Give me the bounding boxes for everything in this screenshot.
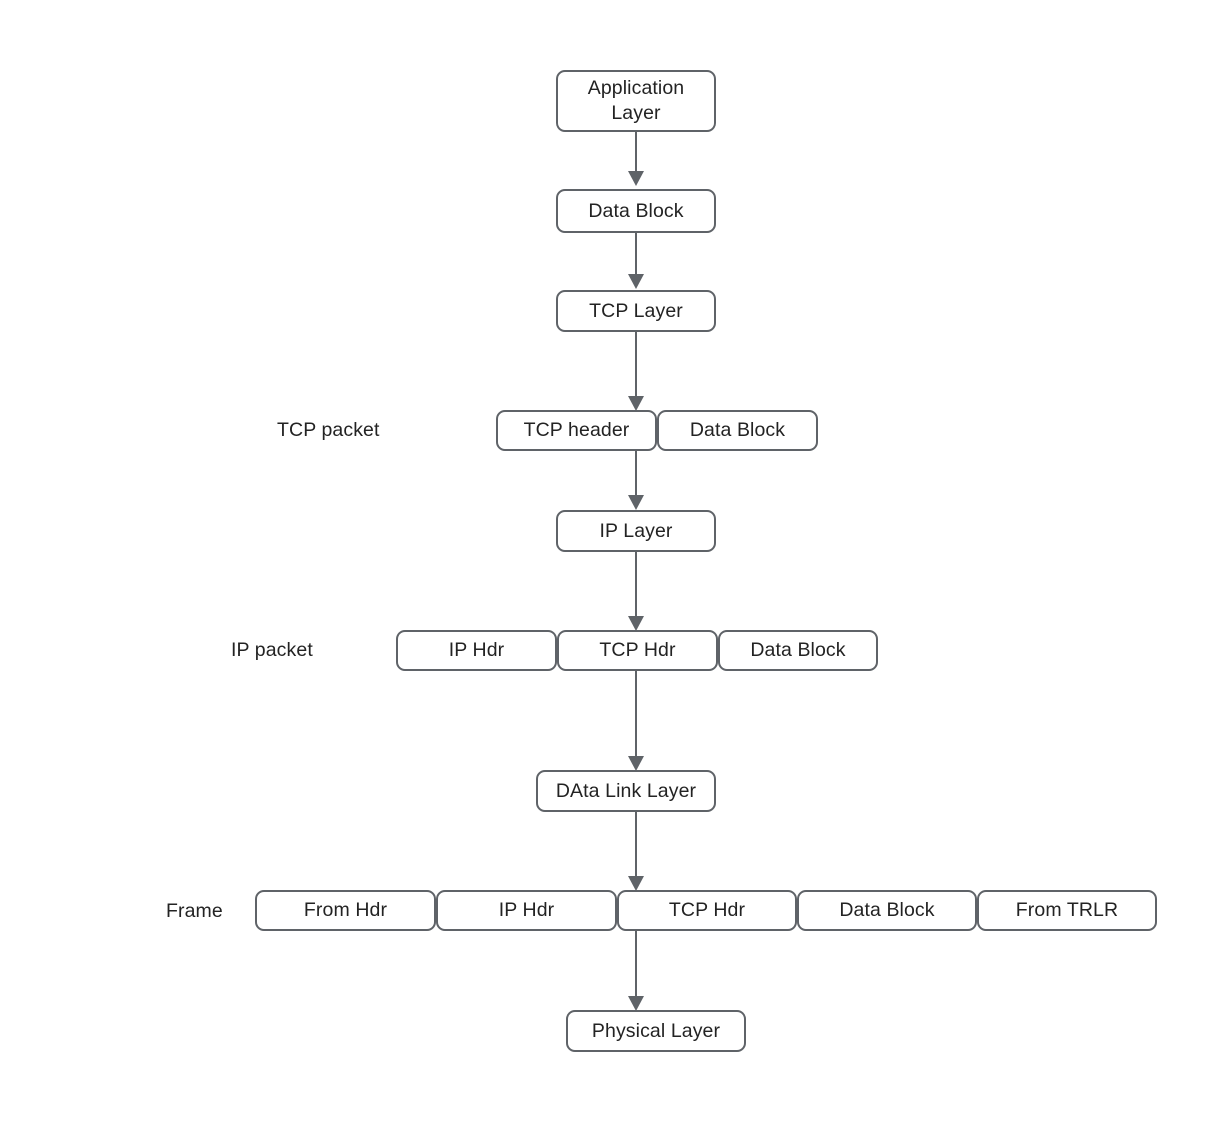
ip-packet-segment-ip-hdr[interactable]: IP Hdr [396, 630, 557, 671]
node-data-link-layer[interactable]: DAta Link Layer [536, 770, 716, 812]
node-tcp-layer[interactable]: TCP Layer [556, 290, 716, 332]
row-label-ip-packet: IP packet [231, 639, 313, 661]
row-label-tcp-packet: TCP packet [277, 419, 380, 441]
arrow-ip-layer-to-ip-packet [628, 552, 644, 631]
arrow-application-to-data-block [628, 132, 644, 186]
frame-segment-from-trlr[interactable]: From TRLR [977, 890, 1157, 931]
tcp-packet-segment-tcp-header[interactable]: TCP header [496, 410, 657, 451]
frame-segment-ip-hdr[interactable]: IP Hdr [436, 890, 617, 931]
arrow-tcp-packet-to-ip-layer [628, 451, 644, 510]
ip-packet-segment-tcp-hdr[interactable]: TCP Hdr [557, 630, 718, 671]
arrow-tcp-layer-to-tcp-packet [628, 332, 644, 411]
arrow-data-block-to-tcp-layer [628, 233, 644, 289]
frame-segment-from-hdr[interactable]: From Hdr [255, 890, 436, 931]
arrow-frame-to-physical-layer [628, 931, 644, 1011]
ip-packet-segment-data-block[interactable]: Data Block [718, 630, 878, 671]
row-label-frame: Frame [166, 900, 223, 922]
frame-segment-data-block[interactable]: Data Block [797, 890, 977, 931]
node-physical-layer[interactable]: Physical Layer [566, 1010, 746, 1052]
arrow-ip-packet-to-data-link-layer [628, 671, 644, 771]
arrow-data-link-layer-to-frame [628, 812, 644, 891]
node-data-block[interactable]: Data Block [556, 189, 716, 233]
node-ip-layer[interactable]: IP Layer [556, 510, 716, 552]
frame-segment-tcp-hdr[interactable]: TCP Hdr [617, 890, 797, 931]
tcp-packet-segment-data-block[interactable]: Data Block [657, 410, 818, 451]
node-application-layer[interactable]: Application Layer [556, 70, 716, 132]
